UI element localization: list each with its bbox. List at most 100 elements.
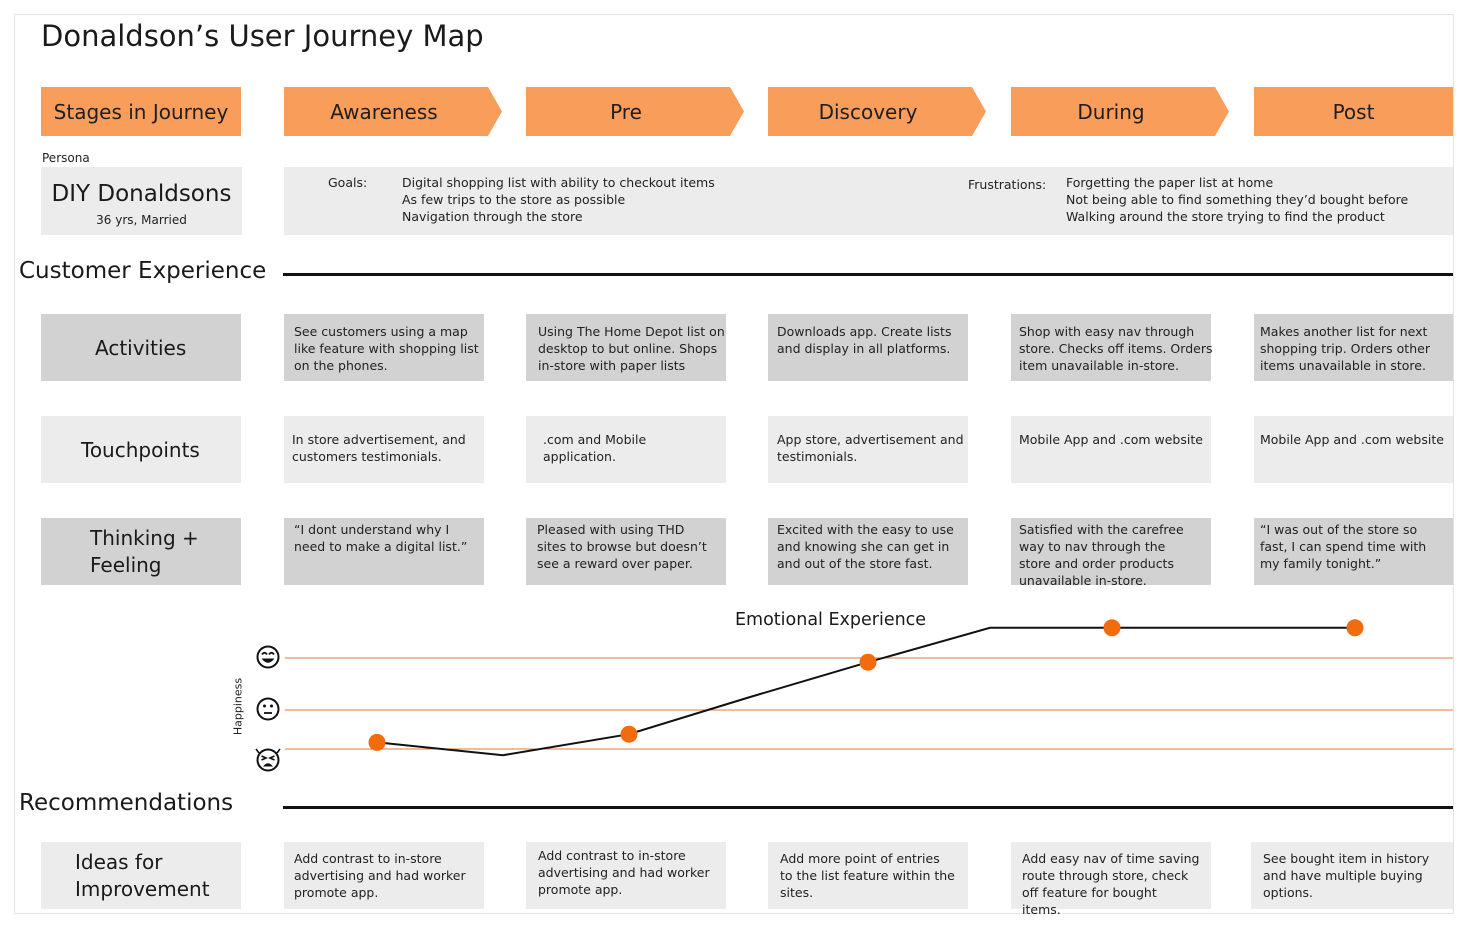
cell-line: application. — [543, 449, 616, 464]
cell-line: store. Checks off items. Orders — [1019, 341, 1213, 356]
activity-cell-discovery: Downloads app. Create lists and display … — [768, 314, 968, 381]
cell-line: item unavailable in-store. — [1019, 358, 1179, 373]
frustrations-list: Forgetting the paper list at home Not be… — [1066, 174, 1408, 225]
cell-line: Makes another list for next — [1260, 324, 1428, 339]
cell-line: and display in all platforms. — [777, 341, 951, 356]
ideas-label: Ideas for Improvement — [41, 842, 241, 909]
thinking-feeling-label-text: Feeling — [90, 553, 162, 577]
cell-line: Using The Home Depot list on — [538, 324, 725, 339]
activity-cell-post: Makes another list for next shopping tri… — [1254, 314, 1453, 381]
cell-line: options. — [1263, 885, 1314, 900]
cell-line: .com and Mobile — [543, 432, 647, 447]
emotional-experience-title: Emotional Experience — [735, 610, 927, 630]
recommendations-title: Recommendations — [19, 790, 234, 816]
goal-item: Digital shopping list with ability to ch… — [402, 175, 715, 190]
touchpoint-cell-post: Mobile App and .com website — [1254, 416, 1453, 483]
activity-cell-pre: Using The Home Depot list on desktop to … — [526, 314, 726, 381]
touchpoint-cell-pre: .com and Mobile application. — [526, 416, 726, 483]
cell-line: on the phones. — [294, 358, 388, 373]
stage-post: Post — [1254, 87, 1453, 136]
cell-line: and knowing she can get in — [777, 539, 950, 554]
cell-line: need to make a digital list.” — [294, 539, 468, 554]
activity-cell-during: Shop with easy nav through store. Checks… — [1011, 314, 1213, 381]
stage-pre: Pre — [526, 87, 726, 136]
stage-arrow-icon — [726, 87, 744, 136]
thinking-cell-awareness: “I dont understand why I need to make a … — [284, 518, 484, 585]
thinking-feeling-label-text: Thinking + — [90, 526, 199, 550]
cell-line: route through store, check — [1022, 868, 1189, 883]
activities-label-text: Activities — [95, 336, 187, 360]
cell-line: App store, advertisement and — [777, 432, 964, 447]
stage-awareness: Awareness — [284, 87, 484, 136]
frustration-item: Forgetting the paper list at home — [1066, 175, 1274, 190]
frustration-item: Not being able to find something they’d … — [1066, 192, 1409, 207]
touchpoint-cell-during: Mobile App and .com website — [1011, 416, 1211, 483]
idea-cell-pre: Add contrast to in-store advertising and… — [526, 842, 726, 909]
cell-line: In store advertisement, and — [292, 432, 466, 447]
map-frame — [14, 14, 1454, 914]
cell-line: Add contrast to in-store — [294, 851, 442, 866]
goal-item: As few trips to the store as possible — [402, 192, 626, 207]
goals-label: Goals: — [328, 175, 368, 190]
frustrations-label: Frustrations: — [968, 177, 1047, 192]
happiness-axis-label: Happiness — [231, 677, 245, 736]
cell-line: desktop to but online. Shops — [538, 341, 718, 356]
cell-line: in-store with paper lists — [538, 358, 686, 373]
stage-discovery: Discovery — [768, 87, 968, 136]
cell-line: off feature for bought — [1022, 885, 1157, 900]
idea-cell-during: Add easy nav of time saving route throug… — [1011, 842, 1211, 917]
stage-arrow-icon — [1211, 87, 1229, 136]
cell-line: items. — [1022, 902, 1061, 917]
cell-line: store and order products — [1019, 556, 1174, 571]
stage-arrow-icon — [484, 87, 502, 136]
cell-line: like feature with shopping list — [294, 341, 479, 356]
cell-line: “I was out of the store so — [1260, 522, 1418, 537]
cell-line: sites. — [780, 885, 814, 900]
cell-line: Pleased with using THD — [537, 522, 685, 537]
cell-line: “I dont understand why I — [294, 522, 450, 537]
cell-line: sites to browse but doesn’t — [537, 539, 707, 554]
cell-line: Shop with easy nav through — [1019, 324, 1195, 339]
idea-cell-discovery: Add more point of entries to the list fe… — [768, 842, 968, 909]
page-title: Donaldson’s User Journey Map — [41, 19, 484, 53]
stage-during: During — [1011, 87, 1211, 136]
cell-line: Mobile App and .com website — [1019, 432, 1203, 447]
touchpoint-cell-discovery: App store, advertisement and testimonial… — [768, 416, 968, 483]
goal-item: Navigation through the store — [402, 209, 583, 224]
cell-line: Add contrast to in-store — [538, 848, 686, 863]
touchpoint-cell-awareness: In store advertisement, and customers te… — [284, 416, 484, 483]
cell-line: to the list feature within the — [780, 868, 955, 883]
cell-line: Mobile App and .com website — [1260, 432, 1444, 447]
cell-line: way to nav through the — [1019, 539, 1166, 554]
cell-line: customers testimonials. — [292, 449, 442, 464]
stages-header: Stages in Journey — [41, 87, 241, 136]
cell-line: testimonials. — [777, 449, 858, 464]
thinking-cell-post: “I was out of the store so fast, I can s… — [1254, 518, 1453, 585]
persona-card: DIY Donaldsons 36 yrs, Married — [41, 167, 242, 235]
cell-line: advertising and had worker — [538, 865, 710, 880]
activity-cell-awareness: See customers using a map like feature w… — [284, 314, 484, 381]
cell-line: unavailable in-store. — [1019, 573, 1147, 588]
cell-line: fast, I can spend time with — [1260, 539, 1427, 554]
section-divider — [283, 806, 1453, 809]
cell-line: promote app. — [294, 885, 379, 900]
touchpoints-label-text: Touchpoints — [81, 438, 200, 462]
ideas-label-text: Improvement — [75, 877, 210, 901]
section-divider — [283, 273, 1453, 276]
cell-line: items unavailable in store. — [1260, 358, 1426, 373]
thinking-cell-during: Satisfied with the carefree way to nav t… — [1011, 518, 1211, 588]
frustration-item: Walking around the store trying to find … — [1066, 209, 1385, 224]
cell-line: and out of the store fast. — [777, 556, 933, 571]
idea-cell-awareness: Add contrast to in-store advertising and… — [284, 842, 484, 909]
cell-line: Downloads app. Create lists — [777, 324, 952, 339]
goals-frustrations-bar: Goals: Digital shopping list with abilit… — [284, 167, 1453, 235]
touchpoints-label: Touchpoints — [41, 416, 241, 483]
ideas-label-text: Ideas for — [75, 850, 163, 874]
thinking-cell-discovery: Excited with the easy to use and knowing… — [768, 518, 968, 585]
cell-line: see a reward over paper. — [537, 556, 693, 571]
cell-line: my family tonight.” — [1260, 556, 1382, 571]
persona-details: 36 yrs, Married — [96, 213, 187, 227]
customer-experience-title: Customer Experience — [19, 258, 267, 284]
cell-line: See customers using a map — [294, 324, 468, 339]
